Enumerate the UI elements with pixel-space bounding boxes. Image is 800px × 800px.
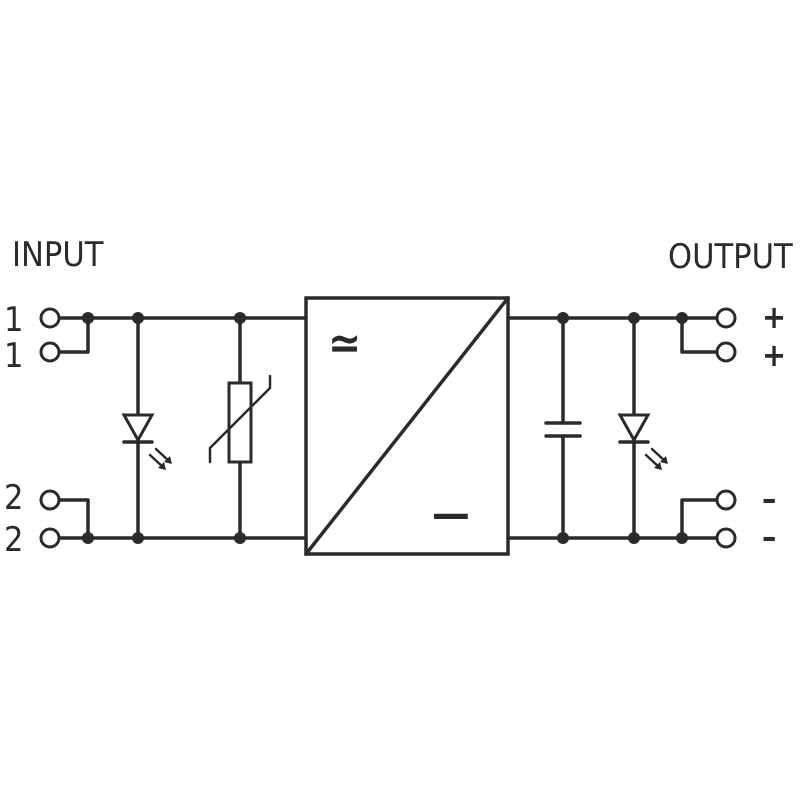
input-led-icon [121,413,172,470]
junction-dot [676,532,688,544]
junction-dot [132,532,144,544]
input-wiring [58,316,308,540]
ac-symbol: ≃ [328,318,361,369]
input-terminal-label-2: 1 [4,336,23,376]
varistor-icon [208,374,272,464]
output-terminal-plus-b [715,341,737,363]
ac-dc-converter-block [304,296,510,556]
junction-dot [628,532,640,544]
input-terminal-2b [39,527,61,549]
junction-dot [676,312,688,324]
output-terminal-minus-a [715,489,737,511]
junction-dot [234,532,246,544]
input-terminal-label-4: 2 [4,520,23,560]
output-label: OUTPUT [668,237,793,277]
junction-dot [557,312,569,324]
input-terminal-2a [39,489,61,511]
input-terminal-label-3: 2 [4,478,23,518]
junction-dot [557,532,569,544]
output-wiring [506,316,718,540]
input-terminal-label-1: 1 [4,300,23,340]
output-terminal-label-1: + [762,298,786,336]
output-terminal-plus-a [715,307,737,329]
junction-dot [82,312,94,324]
junction-dot [82,532,94,544]
output-terminal-minus-b [715,527,737,549]
dc-symbol: — [432,489,470,538]
output-terminal-label-2: + [762,336,786,374]
input-label: INPUT [12,235,104,275]
output-led-icon [617,413,668,470]
junction-dot [628,312,640,324]
input-terminal-1a [39,307,61,329]
capacitor-icon [544,421,582,438]
output-terminal-label-4: – [762,518,776,556]
input-terminal-1b [39,341,61,363]
output-terminal-label-3: – [762,480,776,518]
junction-dot [132,312,144,324]
junction-dot [234,312,246,324]
